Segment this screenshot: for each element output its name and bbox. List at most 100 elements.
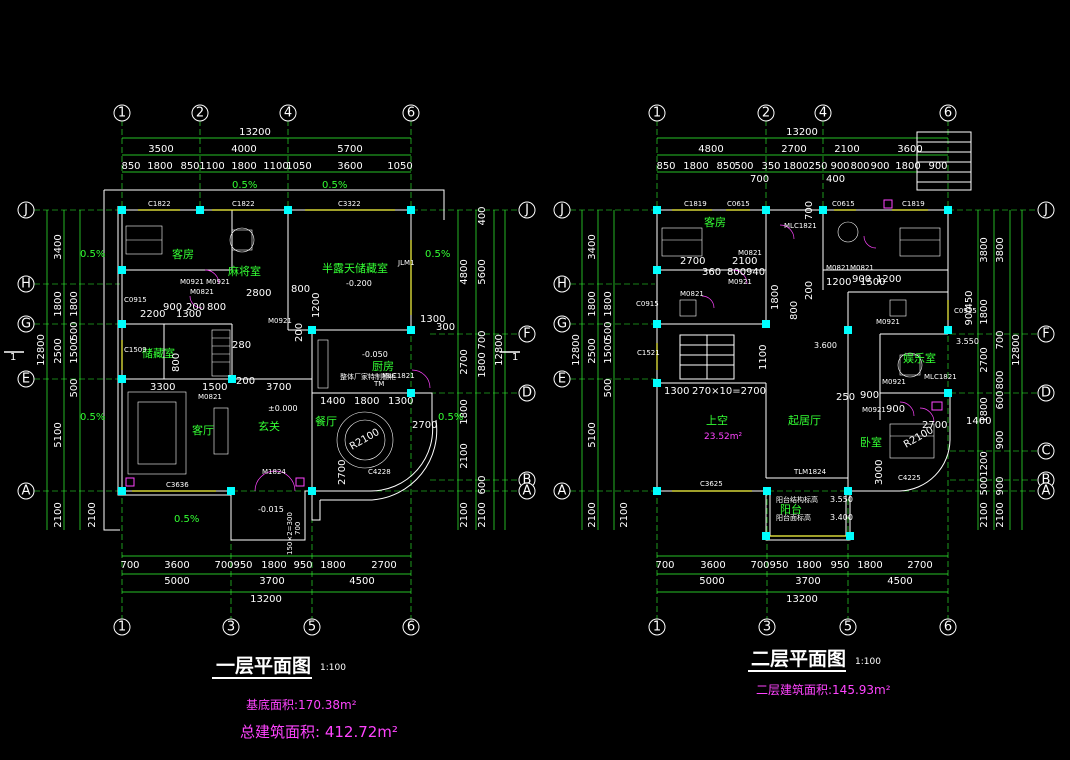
plan1-dim-bot2-1: 3700 <box>259 576 284 587</box>
plan1-room-dining: 餐厅 <box>315 414 337 428</box>
plan2-grid-top-6: 6 <box>944 106 952 121</box>
plan2-tag-8: M0921 <box>728 278 752 286</box>
plan1-dim-left1-2: 2500 <box>53 338 64 363</box>
plan2-inner-10: 1500 <box>860 277 885 288</box>
plan2-dim-right-row1: 3800 1800 2700 1800 1200 500 2100 <box>979 237 990 527</box>
plan2-dim-top-total: 13200 <box>786 127 818 138</box>
plan2-room-void: 上空 <box>706 413 728 427</box>
plan1-title: 一层平面图 <box>216 655 311 677</box>
plan1-dim-bot1-6: 1800 <box>320 560 345 571</box>
plan2-dim-left2-1: 500 <box>603 321 614 340</box>
plan1-tag-9: M0821 <box>198 393 222 401</box>
plan1-grid-top-2: 2 <box>196 106 204 121</box>
plan1-cabinet-note: 整体厂家特制橱柜 <box>340 372 396 381</box>
plan2-windows <box>656 209 949 537</box>
plan1-dim-top-total: 13200 <box>239 127 271 138</box>
second-floor-plan: 1 2 4 6 1 3 5 6 J H G E A J F D C B A 13… <box>553 104 1055 697</box>
plan2-elev-0: 3.600 <box>814 341 837 350</box>
plan2-dim-bot1-0: 700 <box>655 560 674 571</box>
first-floor-plan: 1 2 4 6 1 3 5 6 J H G E A J F D B A 1320… <box>4 104 536 741</box>
plan2-inner-0: 700 <box>750 174 769 185</box>
plan2-inner-18: 1400 <box>966 416 991 427</box>
plan2-walls <box>656 131 972 541</box>
plan2-tag-19: M0921 <box>862 406 886 414</box>
plan2-dim-right-row2: 3800 450 900 700 800 600 900 900 2100 <box>964 237 1006 527</box>
plan2-room-guest: 客房 <box>704 215 726 229</box>
plan2-dim-top2-0: 850 <box>656 161 675 172</box>
plan1-grid-left-J: J <box>23 203 28 218</box>
plan1-column-marker <box>295 477 305 487</box>
plan1-tm-note: TM <box>373 380 384 388</box>
plan2-inner-19: 2700 <box>922 420 947 431</box>
plan1-inner-17: 2700 <box>412 420 437 431</box>
plan2-grid-right-C: C <box>1041 444 1050 459</box>
plan2-dim-right1-2: 2700 <box>979 347 990 372</box>
plan2-grid-top-2: 2 <box>762 106 770 121</box>
plan1-dim-left1-4: 2100 <box>53 502 64 527</box>
plan1-elev-2: ±0.000 <box>268 404 298 413</box>
plan2-dim-right1-1: 1800 <box>979 299 990 324</box>
plan2-dim-bottom-total: 13200 <box>786 594 818 605</box>
plan1-inner-15: 1800 <box>354 396 379 407</box>
plan1-stair-dim-0: 150×2=300 <box>286 512 294 555</box>
plan2-tag-3: C0615 <box>832 200 855 208</box>
plan1-grid-top-1: 1 <box>118 106 126 121</box>
plan2-dim-left1-0: 3400 <box>587 234 598 259</box>
plan2-dim-top2-7: 900 <box>830 161 849 172</box>
plan1-slope-2: 0.5% <box>80 249 105 260</box>
plan2-dim-right2-0: 3800 <box>995 237 1006 262</box>
plan1-elev-3: -0.015 <box>258 505 284 514</box>
plan2-dim-bottom-row1: 700 3600 700 950 1800 950 1800 2700 <box>655 560 932 571</box>
plan1-grid-left-E: E <box>22 372 30 387</box>
plan1-inner-1: 200 <box>186 302 205 313</box>
plan1-dim-top1-2: 5700 <box>337 144 362 155</box>
plan2-room-family-hall: 起居厅 <box>788 414 821 427</box>
plan2-void-area: 23.52m² <box>704 432 743 442</box>
plan1-dim-top2-7: 3600 <box>337 161 362 172</box>
plan1-grid-right-D: D <box>522 386 532 401</box>
plan2-inner-13: 270×10=2700 <box>692 386 766 397</box>
plan2-dim-bot1-4: 1800 <box>796 560 821 571</box>
plan2-elev-2: 3.550 <box>830 495 853 504</box>
plan2-elevation-marks: 3.600 3.550 3.550 3.400 <box>814 337 979 522</box>
plan1-dim-right-row2: 400 5600 700 1800 600 2100 <box>477 206 488 527</box>
plan2-dim-top2-6: 250 <box>808 161 827 172</box>
plan1-scale: 1:100 <box>320 663 346 673</box>
plan2-grid-right-J: J <box>1043 203 1048 218</box>
plan2-element-tags: C1819 C0615 M0821 C0615 C1819 MLC1821 M0… <box>636 200 977 488</box>
plan1-inner-6: 2200 <box>140 309 165 320</box>
plan2-grid-bottom-6: 6 <box>944 620 952 635</box>
plan1-grid-left-H: H <box>21 277 31 292</box>
plan1-dim-top2-1: 1800 <box>147 161 172 172</box>
plan2-balcony-struct-note: 阳台结构标高 <box>776 495 818 504</box>
plan1-dim-bot1-3: 950 <box>233 560 252 571</box>
plan1-slope-5: 0.5% <box>438 412 463 423</box>
plan1-dim-right2-2: 700 <box>477 330 488 349</box>
plan2-tag-4: C1819 <box>902 200 925 208</box>
plan2-dim-left2-3: 500 <box>603 378 614 397</box>
plan1-grid-bottom-6: 6 <box>407 620 415 635</box>
plan2-grid-bottom-3: 3 <box>763 620 771 635</box>
plan2-elev-1: 3.550 <box>956 337 979 346</box>
plan1-tag-14: M0821 <box>190 288 214 296</box>
plan1-room-living: 客厅 <box>192 423 214 437</box>
plan1-inner-19: 800 <box>171 353 182 372</box>
plan2-inner-22: 1200 <box>876 274 901 285</box>
plan1-columns <box>118 206 415 495</box>
plan1-dim-right2-4: 600 <box>477 475 488 494</box>
plan2-grid-right-D: D <box>1041 386 1051 401</box>
plan1-tag-10: MLC1821 <box>382 372 415 380</box>
plan2-inner-3: 2100 <box>732 256 757 267</box>
plan2-dim-right1-4: 1200 <box>979 451 990 476</box>
plan1-tag-3: JLM1 <box>397 259 414 267</box>
plan2-room-bedroom: 卧室 <box>860 435 882 449</box>
plan1-dim-left-row1: 3400 1800 2500 5100 2100 <box>53 234 64 527</box>
plan2-floor-area: 二层建筑面积:145.93m² <box>756 682 891 697</box>
plan2-room-entertainment: 娱乐室 <box>903 351 936 365</box>
plan1-dim-right1-1: 2700 <box>459 349 470 374</box>
plan2-dim-bot1-5: 950 <box>830 560 849 571</box>
plan2-inner-16: 250 <box>836 392 855 403</box>
plan2-inner-14: 800 <box>789 301 800 320</box>
plan2-tag-7: M0821 <box>850 264 874 272</box>
